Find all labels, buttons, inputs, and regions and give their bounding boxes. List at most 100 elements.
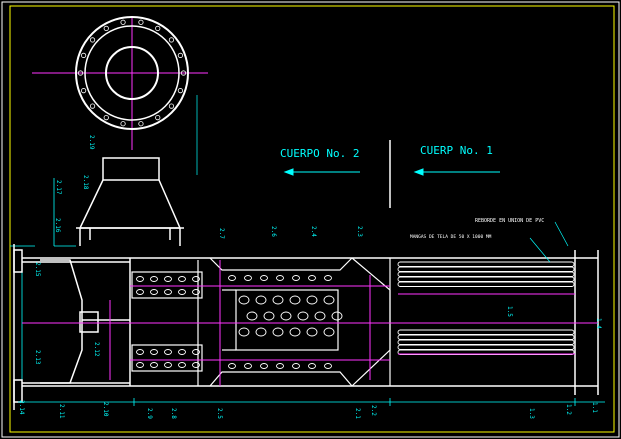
filter-bag	[397, 349, 575, 355]
main-housing	[13, 244, 599, 410]
callout-2-9: 2.9	[146, 408, 153, 419]
callout-1-1: 1.1	[591, 402, 598, 413]
perforation-hole	[272, 295, 284, 305]
left-dimension-lines	[10, 178, 76, 400]
perforation-hole	[308, 363, 316, 369]
perforation-hole	[263, 311, 275, 321]
perforation-hole	[323, 327, 335, 337]
perforation-hole	[164, 349, 172, 355]
perforation-hole	[178, 349, 186, 355]
section-arrows	[283, 168, 500, 176]
bolt-hole	[155, 25, 161, 31]
inner-frame	[9, 5, 615, 433]
bolt-hole	[155, 115, 161, 121]
note-pvc-reborde: REBORDE EN UNION DE PVC	[475, 218, 544, 224]
perforation-hole	[246, 311, 258, 321]
flange-top-view	[32, 16, 208, 150]
perforation-hole	[289, 295, 301, 305]
perforation-hole	[192, 362, 200, 368]
perforation-hole	[323, 295, 335, 305]
callout-2-3: 2.3	[356, 226, 363, 237]
perforation-hole	[324, 275, 332, 281]
perforation-hole	[308, 275, 316, 281]
bolt-hole	[77, 70, 84, 76]
bolt-hole	[177, 88, 183, 94]
flange-bolt-holes	[77, 19, 187, 127]
perforation-hole	[276, 275, 284, 281]
flange-note-text	[204, 98, 208, 100]
bolt-hole	[103, 25, 109, 31]
bolt-hole	[103, 115, 109, 121]
filter-bag	[397, 271, 575, 277]
perforation-hole	[238, 295, 250, 305]
bolt-hole	[89, 37, 96, 43]
bolt-hole	[120, 121, 126, 127]
callout-2-4: 2.4	[310, 226, 317, 237]
callout-1-3: 1.3	[528, 408, 535, 419]
bolt-hole	[81, 52, 87, 58]
perforation-hole	[324, 363, 332, 369]
callout-2-15: 2.15	[34, 262, 41, 277]
perforation-hole	[192, 289, 200, 295]
perforation-hole	[164, 289, 172, 295]
perforation-hole	[260, 363, 268, 369]
filter-bag	[397, 266, 575, 272]
perforation-hole	[297, 311, 309, 321]
bolt-hole	[168, 103, 175, 109]
perforation-hole	[255, 295, 267, 305]
callout-2-1: 2.1	[354, 408, 361, 419]
perforation-hole	[136, 362, 144, 368]
bolt-hole	[180, 70, 187, 76]
callout-1-2: 1.2	[565, 404, 572, 415]
callout-2-8: 2.8	[170, 408, 177, 419]
bolt-hole	[81, 88, 87, 94]
perforation-hole	[272, 327, 284, 337]
perforation-hole	[136, 276, 144, 282]
perforation-hole	[276, 363, 284, 369]
perforation-hole	[244, 275, 252, 281]
perforation-hole	[150, 289, 158, 295]
perforation-hole	[178, 276, 186, 282]
perforation-hole	[260, 275, 268, 281]
callout-2-2: 2.2	[370, 405, 377, 416]
perforation-hole	[280, 311, 292, 321]
bolt-hole	[177, 52, 183, 58]
perforation-hole	[150, 362, 158, 368]
bolt-hole	[168, 37, 175, 43]
callout-2-6: 2.6	[270, 226, 277, 237]
callout-2-13: 2.13	[34, 350, 41, 365]
note-leaders	[529, 221, 569, 263]
perforation-hole	[255, 327, 267, 337]
bolt-hole	[138, 19, 144, 25]
filter-bag	[397, 339, 575, 345]
bolt-hole	[89, 103, 96, 109]
filter-bag	[397, 334, 575, 340]
bolt-hole	[138, 121, 144, 127]
perforation-hole	[178, 289, 186, 295]
perforation-hole	[244, 363, 252, 369]
perforation-hole	[314, 311, 326, 321]
perforation-hole	[292, 363, 300, 369]
centerlines	[22, 260, 598, 386]
callout-1-5: 1.5	[506, 306, 513, 317]
perforation-hole	[164, 276, 172, 282]
perforation-hole	[136, 289, 144, 295]
callout-labels: 2.19 2.18 2.17 2.16 2.15 2.13 2.12 2.14 …	[18, 135, 602, 419]
perforation-hole	[178, 362, 186, 368]
callout-2-17: 2.17	[55, 180, 62, 195]
callout-2-14: 2.14	[18, 400, 25, 415]
perforation-hole	[228, 363, 236, 369]
filter-bag	[397, 276, 575, 282]
perforation-hole	[150, 349, 158, 355]
perforation-hole	[150, 276, 158, 282]
filter-bags	[397, 261, 575, 355]
inlet-hopper	[76, 157, 184, 246]
callout-2-18: 2.18	[82, 175, 89, 190]
perforation-hole	[192, 276, 200, 282]
filter-bag	[397, 261, 575, 267]
perforation-hole	[331, 311, 343, 321]
perforation-hole	[192, 349, 200, 355]
callout-1-4: 1.4	[595, 318, 602, 329]
